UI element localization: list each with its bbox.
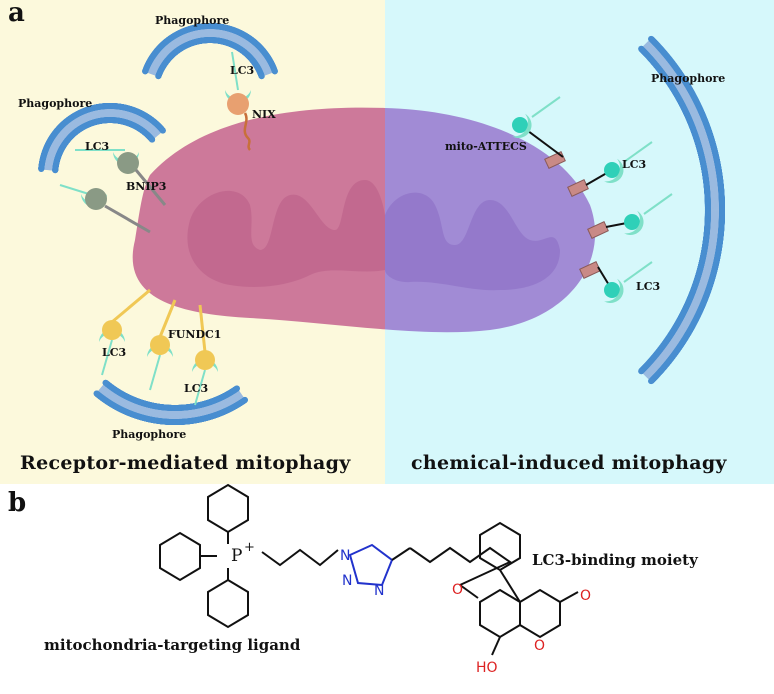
- lc3-label-right-top: LC3: [622, 158, 647, 171]
- bnip3-tail-b: [104, 204, 151, 234]
- atom-charge: +: [244, 540, 255, 555]
- attecs-anchor-3: [579, 261, 601, 279]
- atom-n2: N: [342, 573, 352, 589]
- nix-receptor: [227, 93, 249, 115]
- lc3-attecs-1: [604, 158, 624, 183]
- mitochondrion: [132, 107, 595, 333]
- coumarin-benzene-ring: [479, 588, 521, 639]
- atom-carbonyl-oxygen: O: [580, 588, 591, 604]
- phenyl-ring-bottom: [207, 578, 249, 629]
- ligand-label: mitochondria-targeting ligand: [44, 636, 301, 654]
- moiety-label: LC3-binding moiety: [532, 551, 698, 569]
- lc3-attecs-2: [624, 210, 644, 235]
- bnip3-receptor-b: [85, 188, 107, 210]
- nix-tail: [243, 112, 252, 151]
- phagophore-label-top: Phagophore: [155, 14, 230, 27]
- bnip3-receptor-a: [117, 152, 139, 174]
- attecs-ligand-1: [604, 162, 620, 178]
- fundc1-receptor-2: [195, 350, 215, 370]
- phenyl-ring-left: [159, 531, 201, 582]
- lc3-label-nix: LC3: [230, 64, 255, 77]
- phenyl-ring-coumarin: [479, 521, 521, 572]
- attecs-ligand-3: [604, 282, 620, 298]
- phagophore-left: [38, 103, 166, 174]
- left-panel-title: Receptor-mediated mitophagy: [20, 452, 351, 474]
- attecs-ligand-2: [624, 214, 640, 230]
- phenyl-ring-top: [207, 483, 249, 534]
- lc3-label-fundc1-left: LC3: [102, 346, 127, 359]
- nix-label: NIX: [252, 108, 276, 121]
- bnip3-label: BNIP3: [126, 180, 167, 193]
- fundc1-tail-1: [158, 299, 177, 338]
- lc3-attecs-3: [604, 278, 624, 303]
- lc3-label-right-bottom: LC3: [636, 280, 661, 293]
- lc3-attecs-0: [512, 113, 532, 138]
- right-panel-title: chemical-induced mitophagy: [411, 452, 727, 474]
- fundc1-label: FUNDC1: [168, 328, 222, 341]
- atom-phosphorus: P: [231, 546, 242, 566]
- mito-attecs-label: mito-ATTECS: [445, 140, 527, 153]
- atom-hydroxyl: HO: [476, 660, 498, 676]
- lc3-anchor-nix: [231, 51, 239, 91]
- lc3-anchor-attecs-2: [643, 193, 673, 215]
- atom-n3: N: [374, 583, 384, 599]
- chemical-structure: [159, 483, 579, 656]
- coumarin-pyranone-ring: [519, 588, 561, 639]
- phagophore-label-left: Phagophore: [18, 97, 93, 110]
- phagophore-label-bottom: Phagophore: [112, 428, 187, 441]
- lc3-anchor-fundc1-2: [194, 369, 206, 406]
- panel-label-b: b: [8, 488, 27, 518]
- lc3-label-fundc1-right: LC3: [184, 382, 209, 395]
- phagophore-top: [142, 23, 278, 80]
- fundc1-receptor-1: [150, 335, 170, 355]
- panel-label-a: a: [8, 0, 25, 28]
- atom-ring-oxygen: O: [534, 638, 545, 654]
- fundc1-tail-2: [198, 304, 207, 353]
- lc3-anchor-attecs-1: [623, 141, 653, 163]
- phagophore-bottom: [93, 379, 248, 425]
- attecs-ligand-0: [512, 117, 528, 133]
- lc3-anchor-attecs-3: [623, 261, 653, 283]
- bnip3-tail-a: [134, 169, 167, 206]
- phagophore-right: [638, 35, 725, 385]
- lc3-anchor-fundc1-1: [149, 354, 161, 391]
- fundc1-receptor-0: [102, 320, 122, 340]
- phagophore-label-right: Phagophore: [651, 72, 726, 85]
- lc3-anchor-fundc1-0: [101, 339, 113, 376]
- atom-ether-oxygen: O: [452, 582, 463, 598]
- atom-n1: N: [340, 548, 350, 564]
- lc3-anchor-attecs-0: [531, 96, 561, 118]
- fundc1-tail-0: [111, 288, 151, 324]
- lc3-label-bnip3: LC3: [85, 140, 110, 153]
